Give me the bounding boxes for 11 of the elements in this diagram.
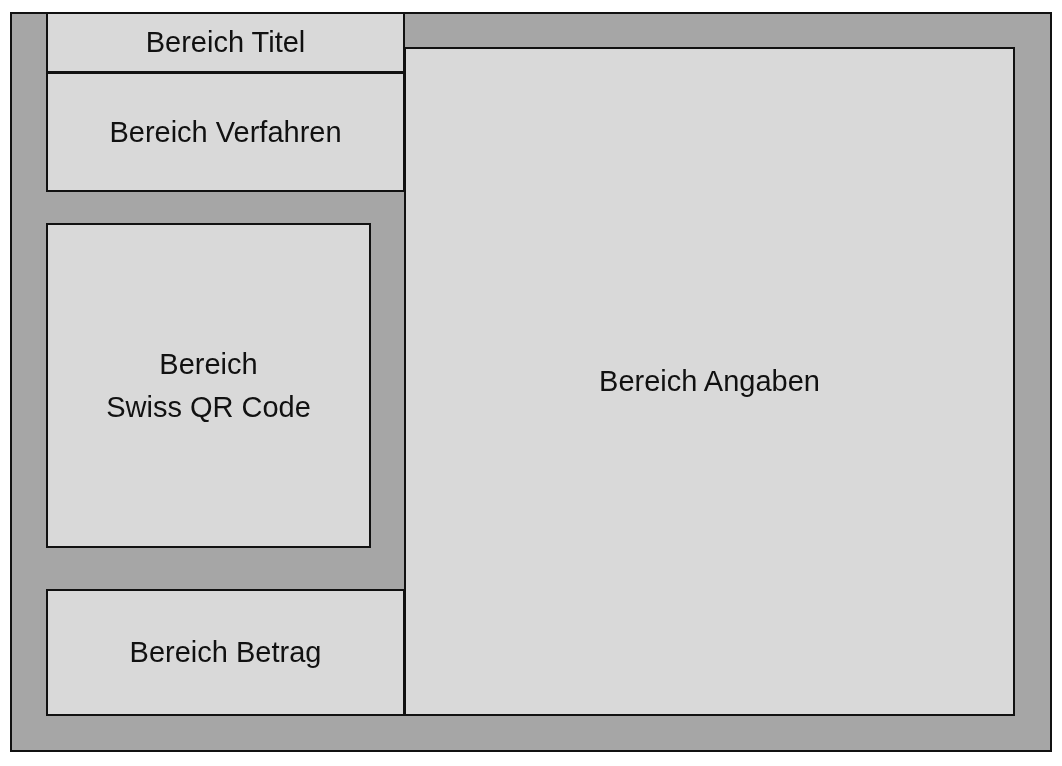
outer-frame xyxy=(10,12,1052,752)
area-label: Bereich Angaben xyxy=(599,364,820,400)
area-label: Bereich Betrag xyxy=(129,635,322,671)
area-box xyxy=(46,12,405,73)
area-box xyxy=(46,72,405,192)
area-box xyxy=(46,589,405,716)
area-box xyxy=(404,47,1015,716)
area-label: Bereich Swiss QR Code xyxy=(106,347,311,425)
area-label: Bereich Verfahren xyxy=(109,114,342,150)
area-label: Bereich Titel xyxy=(145,25,306,61)
area-box xyxy=(46,223,371,548)
